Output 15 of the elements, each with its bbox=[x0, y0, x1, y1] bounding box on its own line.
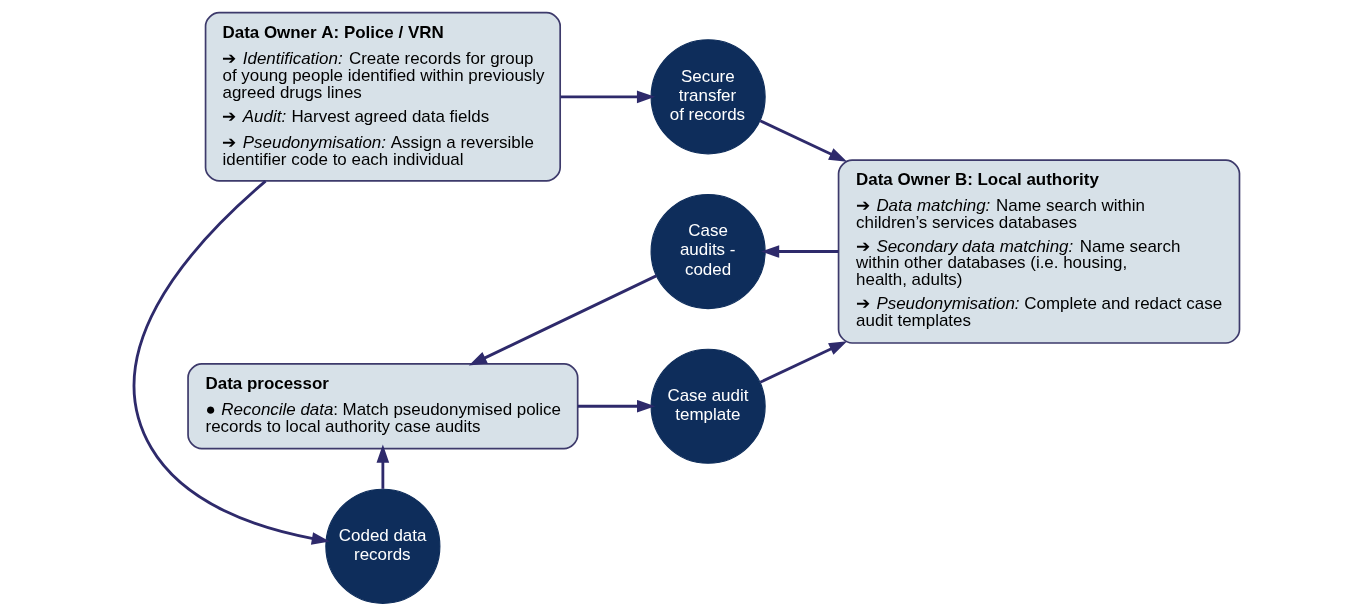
node-circle: Coded data records bbox=[324, 488, 440, 604]
arrow bbox=[759, 119, 847, 162]
arrow bbox=[577, 399, 655, 413]
arrow bbox=[468, 274, 657, 366]
node-circle: Secure transfer of records bbox=[650, 39, 766, 155]
node-box: Data Owner B: Local authority ➔ Data matching: Name search within children’s services databases ➔ Secondary data matching: Name search within other databases (i.e. housing, health, adults) ➔ Pseudonymisation: Complete and redact case audit templates bbox=[837, 159, 1240, 344]
arrow bbox=[132, 180, 330, 545]
arrow bbox=[560, 90, 655, 104]
node-box: Data processor ● Reconcile data: Match pseudonymised police records to local authority case audits bbox=[186, 363, 579, 450]
arrow bbox=[376, 444, 389, 489]
node-box: Data Owner A: Police / VRN ➔ Identification: Create records for group of young people identified within previously agreed drugs lines ➔ Audit: Harvest agreed data fields ➔ Pseudonymisation: Assign a reversible identifier code to each individual bbox=[204, 11, 561, 182]
node-circle: Case audit template bbox=[650, 348, 766, 464]
arrow bbox=[759, 341, 847, 384]
arrow bbox=[760, 245, 838, 258]
node-circle: Case audits - coded bbox=[650, 193, 766, 310]
